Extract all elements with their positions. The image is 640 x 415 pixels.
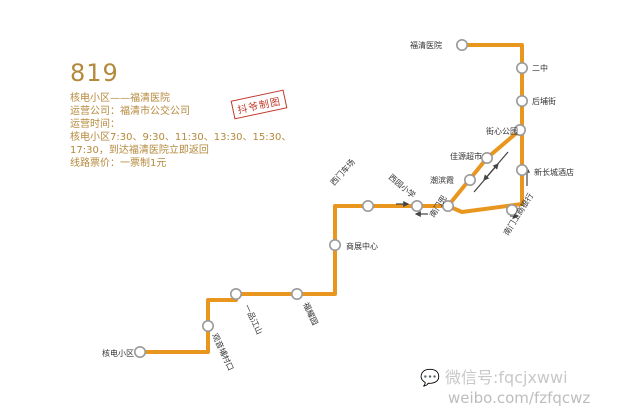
stop-label: 西门车场 bbox=[328, 157, 357, 187]
schedule-line: 核电小区7:30、9:30、11:30、13:30、15:30、 bbox=[70, 132, 292, 143]
watermark: 💬 微信号:fqcjxwwi weibo.com/fzfqcwz bbox=[420, 368, 635, 408]
route-number: 819 bbox=[70, 59, 119, 87]
watermark-wechat: 💬 微信号:fqcjxwwi bbox=[420, 368, 635, 388]
stop-marker bbox=[202, 319, 215, 332]
stop-marker bbox=[513, 124, 526, 137]
stop-label: 佳源超市 bbox=[450, 151, 482, 161]
watermark-weibo: weibo.com/fzfqcwz bbox=[448, 389, 591, 407]
stop-label: 西园小学 bbox=[387, 172, 418, 200]
watermark-wechat-text: 微信号:fqcjxwwi bbox=[445, 368, 568, 387]
stop-marker bbox=[230, 287, 243, 300]
stop-marker bbox=[515, 95, 528, 108]
stop-label: 后埔街 bbox=[532, 96, 556, 106]
direction-arrows bbox=[396, 151, 530, 219]
stop-marker bbox=[134, 345, 147, 358]
stop-marker bbox=[455, 38, 468, 51]
stop-label: 二中 bbox=[532, 63, 548, 73]
stop-label: 观音埔村口 bbox=[210, 332, 236, 372]
stop-marker bbox=[361, 200, 374, 213]
stop-label: 一品江山 bbox=[242, 303, 265, 336]
stop-label: 核电小区 bbox=[102, 348, 134, 358]
stop-label: 福耀园 bbox=[301, 301, 319, 327]
stop-marker bbox=[515, 164, 528, 177]
stop-label: 南门工商银行 bbox=[501, 191, 535, 237]
stop-label: 新长城酒店 bbox=[534, 167, 574, 177]
operator: 运营公司：福清市公交公司 bbox=[70, 106, 190, 117]
route-info-panel: 819 核电小区——福清医院 运营公司：福清市公交公司 运营时间： 核电小区7:… bbox=[70, 60, 291, 170]
stop-marker bbox=[441, 200, 454, 213]
route-loop-line bbox=[446, 128, 524, 208]
route-terminals: 核电小区——福清医院 bbox=[70, 93, 170, 104]
schedule-return: 17:30，到达福清医院立即返回 bbox=[70, 145, 209, 156]
stop-marker bbox=[505, 204, 518, 217]
stop-marker bbox=[480, 152, 493, 165]
stop-marker bbox=[410, 200, 423, 213]
stop-label: 福清医院 bbox=[410, 40, 442, 50]
stop-label: 潮滨霞 bbox=[430, 175, 454, 185]
chat-bubble-icon: 💬 bbox=[420, 368, 440, 387]
stop-marker bbox=[290, 287, 303, 300]
operating-time-label: 运营时间： bbox=[70, 119, 120, 130]
stop-label: 商展中心 bbox=[346, 241, 378, 251]
stop-marker bbox=[515, 61, 528, 74]
fare: 线路票价：一票制1元 bbox=[70, 158, 167, 169]
stops-layer bbox=[134, 38, 528, 358]
arrow-down-diagonal bbox=[483, 151, 509, 181]
stop-marker bbox=[463, 174, 476, 187]
stop-marker bbox=[328, 239, 341, 252]
stop-label: 街心公园 bbox=[486, 126, 518, 136]
